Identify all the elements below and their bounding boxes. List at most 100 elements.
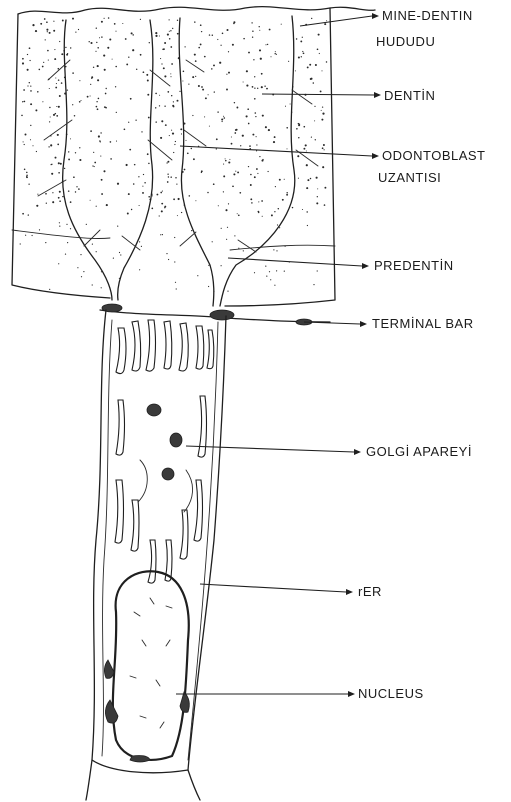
stipple-dot — [45, 193, 47, 195]
stipple-dot — [104, 106, 106, 108]
stipple-dot — [212, 241, 213, 242]
stipple-dot — [180, 128, 182, 130]
stipple-dot — [124, 128, 126, 130]
stipple-dot — [166, 253, 167, 254]
stipple-dot — [54, 58, 56, 60]
stipple-dot — [254, 76, 255, 77]
label-group: MINE-DENTIN HUDUDU DENTİN ODONTOBLAST UZ… — [358, 8, 486, 701]
stipple-dot — [27, 69, 29, 71]
stipple-dot — [317, 188, 318, 189]
stipple-dot — [167, 34, 169, 36]
stipple-dot — [97, 108, 99, 110]
stipple-dot — [160, 58, 161, 59]
stipple-dot — [217, 111, 218, 112]
stipple-dot — [68, 151, 69, 152]
stipple-dot — [162, 191, 163, 192]
stipple-dot — [135, 120, 136, 121]
stipple-dot — [195, 60, 197, 62]
stipple-dot — [211, 68, 213, 70]
stipple-dot — [258, 212, 259, 213]
stipple-dot — [138, 176, 139, 177]
stipple-dot — [296, 38, 297, 39]
stipple-dot — [234, 235, 235, 236]
stipple-dot — [207, 192, 209, 194]
stipple-dot — [204, 56, 206, 58]
stipple-dot — [226, 239, 227, 240]
stipple-dot — [101, 287, 102, 288]
stipple-dot — [161, 63, 162, 64]
stipple-dot — [176, 288, 177, 289]
stipple-dot — [40, 23, 42, 25]
stipple-dot — [251, 202, 253, 204]
stipple-dot — [216, 148, 217, 149]
stipple-dot — [28, 214, 29, 215]
stipple-dot — [35, 30, 37, 32]
stipple-dot — [80, 100, 81, 101]
stipple-dot — [201, 31, 202, 32]
stipple-dot — [98, 135, 100, 137]
stipple-dot — [184, 46, 185, 47]
stipple-dot — [314, 106, 315, 107]
stipple-dot — [197, 275, 198, 276]
stipple-dot — [252, 134, 254, 136]
stipple-dot — [92, 244, 93, 245]
stipple-dot — [228, 72, 230, 74]
stipple-dot — [311, 137, 312, 138]
stipple-dot — [25, 134, 27, 136]
stipple-dot — [127, 213, 129, 215]
stipple-dot — [163, 48, 165, 50]
stipple-dot — [156, 194, 158, 196]
stipple-dot — [234, 132, 236, 134]
stipple-dot — [23, 89, 25, 91]
stipple-dot — [54, 49, 55, 50]
stipple-dot — [98, 98, 100, 100]
stipple-dot — [30, 125, 31, 126]
stipple-dot — [226, 89, 228, 91]
stipple-dot — [155, 32, 157, 34]
stipple-dot — [96, 106, 98, 108]
stipple-dot — [265, 126, 267, 128]
mine-dentin-border — [18, 7, 375, 14]
stipple-dot — [74, 115, 76, 117]
label-odontoblast-2: UZANTISI — [378, 170, 441, 185]
stipple-dot — [247, 108, 249, 110]
stipple-dot — [32, 24, 34, 26]
stipple-dot — [310, 78, 312, 80]
label-terminal-bar: TERMİNAL BAR — [372, 316, 474, 331]
stipple-dot — [202, 89, 204, 91]
stipple-dot — [169, 38, 171, 40]
stipple-dot — [301, 56, 302, 57]
stipple-dot — [31, 235, 32, 236]
stipple-dot — [92, 284, 93, 285]
label-predentin: PREDENTİN — [374, 258, 454, 273]
stipple-dot — [23, 141, 24, 142]
stipple-dot — [56, 106, 57, 107]
stipple-dot — [315, 64, 317, 66]
stipple-dot — [93, 67, 94, 68]
stipple-dot — [171, 63, 173, 65]
stipple-dot — [46, 203, 47, 204]
stipple-dot — [262, 216, 263, 217]
stipple-dot — [159, 95, 160, 96]
stipple-dot — [326, 20, 327, 21]
stipple-dot — [46, 29, 48, 31]
label-dentin: DENTİN — [384, 88, 435, 103]
stipple-dot — [254, 98, 256, 100]
stipple-dot — [70, 47, 71, 48]
stipple-dot — [141, 246, 142, 247]
stipple-dot — [169, 19, 170, 20]
stipple-dot — [59, 41, 60, 42]
label-mine-dentin-2: HUDUDU — [376, 34, 435, 49]
stipple-dot — [274, 211, 275, 212]
stipple-dot — [89, 41, 90, 42]
stipple-dot — [221, 228, 222, 229]
stipple-dot — [165, 124, 167, 126]
stipple-dot — [194, 21, 195, 22]
stipple-dot — [149, 42, 150, 43]
stipple-dot — [99, 37, 100, 38]
stipple-dot — [96, 27, 97, 28]
stipple-dot — [104, 18, 105, 19]
stipple-dot — [271, 214, 273, 216]
stipple-dot — [262, 115, 264, 117]
stipple-dot — [58, 68, 60, 70]
